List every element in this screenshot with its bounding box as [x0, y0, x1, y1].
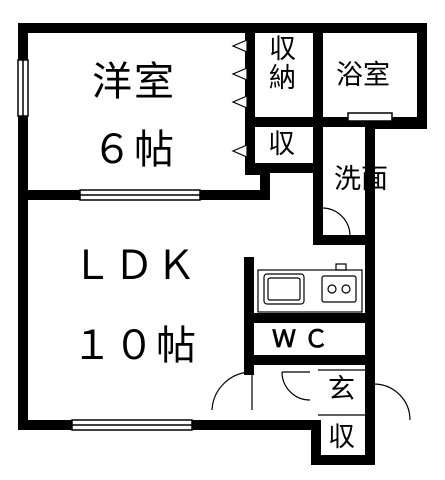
western-room-name: 洋室 — [92, 59, 176, 105]
storage-large-label: 収納 — [264, 34, 295, 92]
sink-icon — [263, 273, 305, 305]
entrance-step — [318, 369, 368, 416]
door-swings — [211, 207, 411, 421]
windows — [17, 59, 393, 431]
ldk-name: ＬＤＫ — [72, 243, 198, 289]
closet-doors — [231, 39, 248, 158]
stove-icon — [321, 275, 357, 303]
storage-small-label: 収 — [268, 129, 295, 160]
entrance-label: 玄 — [328, 374, 355, 405]
kitchen-fixtures — [257, 263, 363, 313]
western-room-size: ６帖 — [92, 127, 176, 173]
bath-label: 浴室 — [336, 60, 390, 91]
washroom-label: 洗面 — [334, 164, 388, 195]
entrance-storage-label: 収 — [328, 422, 355, 453]
wc-label: ＷＣ — [272, 325, 336, 353]
ldk-size: １０帖 — [72, 323, 198, 369]
